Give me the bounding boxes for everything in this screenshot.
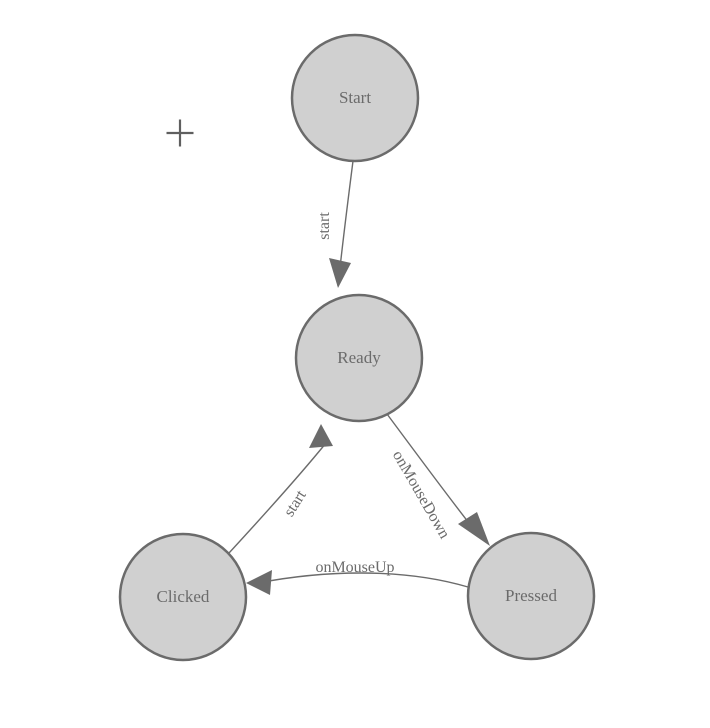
edge-line-clicked-to-ready bbox=[228, 442, 327, 554]
edge-label-ready-to-pressed: onMouseDown bbox=[389, 448, 453, 542]
state-circle-start[interactable] bbox=[290, 33, 420, 163]
arrowhead-start-to-ready bbox=[329, 258, 351, 288]
state-node-clicked[interactable]: Clicked bbox=[118, 532, 248, 662]
state-circle-pressed[interactable] bbox=[466, 531, 596, 661]
edge-pressed-to-clicked[interactable] bbox=[246, 570, 469, 595]
state-node-start[interactable]: Start bbox=[290, 33, 420, 163]
crosshair-marker bbox=[166, 119, 194, 147]
state-circle-clicked[interactable] bbox=[118, 532, 248, 662]
arrowhead-clicked-to-ready bbox=[309, 424, 333, 448]
state-node-ready[interactable]: Ready bbox=[294, 293, 424, 423]
edge-ready-to-pressed[interactable] bbox=[386, 413, 490, 546]
state-node-pressed[interactable]: Pressed bbox=[466, 531, 596, 661]
edge-label-start-to-ready: start bbox=[316, 212, 333, 240]
edge-layer bbox=[228, 160, 490, 595]
arrowhead-pressed-to-clicked bbox=[246, 570, 272, 595]
edge-line-pressed-to-clicked bbox=[257, 572, 469, 588]
state-circle-ready[interactable] bbox=[294, 293, 424, 423]
edge-label-pressed-to-clicked: onMouseUp bbox=[315, 559, 394, 576]
edge-start-to-ready[interactable] bbox=[329, 160, 354, 288]
edge-clicked-to-ready[interactable] bbox=[228, 424, 333, 554]
arrowhead-ready-to-pressed bbox=[458, 512, 490, 546]
